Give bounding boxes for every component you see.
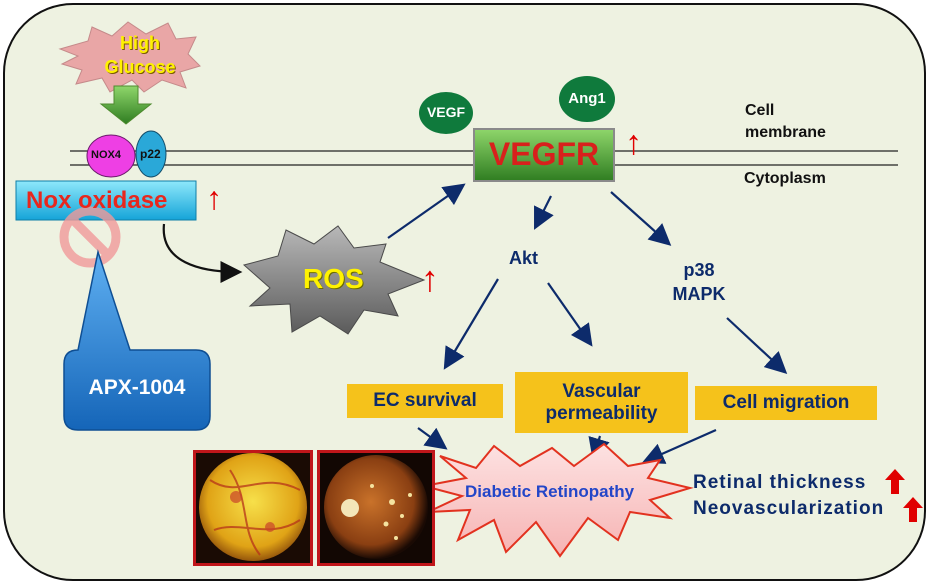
nox4-ellipse [86, 134, 136, 178]
high-glucose-burst [58, 21, 201, 93]
ros-to-vegfr-arrow [387, 183, 466, 239]
vegfr-label: VEGFR [488, 136, 600, 172]
ec-to-dr-arrow [417, 427, 448, 450]
akt-label: Akt [509, 248, 539, 268]
prohibition-icon [59, 206, 121, 268]
fundus-photo-1 [194, 451, 312, 565]
nox-up-arrow: ↑ [206, 180, 222, 216]
ros-up-arrow: ↑ [421, 258, 439, 299]
nox-to-ros-arrow [162, 223, 243, 283]
up-arrow-icon [885, 469, 905, 494]
apx-label: APX-1004 [88, 376, 186, 399]
vegf-label: VEGF [426, 104, 466, 120]
ros-label: ROS [303, 263, 364, 294]
akt-to-vascular-arrow [547, 282, 593, 347]
cell-migration-box: Cell migration [695, 386, 877, 420]
vegf-ellipse [419, 92, 473, 134]
vegfr-box [473, 128, 615, 182]
diabetic-retinopathy-label: Diabetic Retinopathy [465, 482, 635, 501]
migration-to-dr-arrow [641, 428, 717, 464]
vegfr-up-arrow: ↑ [625, 124, 642, 162]
nox4-label: NOX4 [91, 149, 121, 161]
ros-burst [242, 225, 426, 335]
high-glucose-label: High Glucose [104, 33, 176, 77]
cytoplasm-label: Cytoplasm [744, 170, 826, 187]
nox-oxidase-label: Nox oxidase [26, 187, 168, 214]
neovascularization-label: Neovascularization [693, 498, 885, 519]
fundus-photo-frame-2 [317, 450, 435, 566]
apx-callout [63, 249, 211, 431]
ang1-label: Ang1 [568, 90, 606, 107]
down-arrow-icon [99, 85, 153, 125]
p22-ellipse [135, 130, 167, 178]
p38-mapk-label: p38 MAPK [672, 260, 726, 304]
vegfr-to-p38-arrow [610, 191, 672, 246]
fundus-photo-frame-1 [193, 450, 313, 566]
vegfr-to-akt-arrow [534, 195, 554, 230]
p38-to-migration-arrow [726, 317, 788, 374]
up-arrow-icon [903, 497, 923, 522]
fundus-photo-2 [318, 451, 434, 565]
diabetic-retinopathy-burst [423, 442, 694, 558]
p22-label: p22 [140, 147, 161, 161]
ec-survival-box: EC survival [347, 384, 503, 418]
akt-to-ec-arrow [443, 278, 499, 370]
cell-membrane-label: Cell membrane [745, 102, 826, 141]
ang1-ellipse [559, 76, 615, 122]
retinal-thickness-label: Retinal thickness [693, 472, 867, 493]
